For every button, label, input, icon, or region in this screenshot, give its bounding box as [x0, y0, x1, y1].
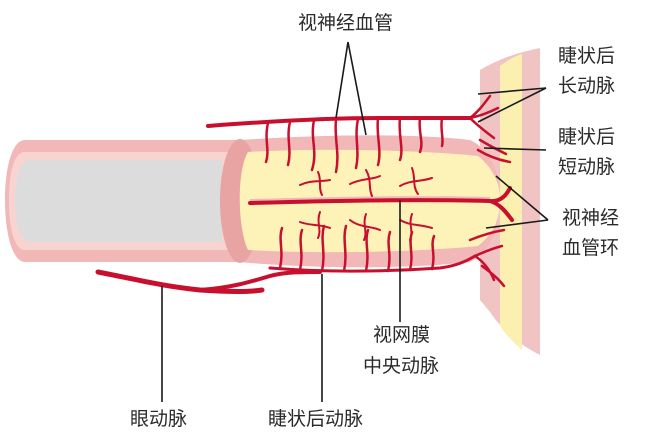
label-central-retinal-line2: 中央动脉	[363, 355, 439, 377]
label-vascular-ring-line1: 视神经	[562, 207, 619, 229]
label-short-ciliary-line1: 睫状后	[558, 126, 615, 148]
leader-optic-nerve-vessels	[336, 42, 366, 135]
ophthalmic-artery	[98, 272, 262, 292]
retina-layer	[500, 54, 522, 350]
label-long-ciliary-line2: 长动脉	[558, 75, 615, 97]
label-central-retinal-line1: 视网膜	[373, 324, 430, 346]
label-optic-nerve-vessels: 视神经血管	[298, 12, 393, 34]
label-ophthalmic-artery: 眼动脉	[130, 408, 187, 430]
nerve-grey-section	[15, 160, 222, 242]
label-posterior-ciliary-artery: 睫状后动脉	[268, 408, 363, 430]
posterior-ciliary-artery	[200, 272, 320, 290]
label-vascular-ring-line2: 血管环	[562, 237, 619, 259]
top-pial-vessel	[208, 118, 470, 126]
label-long-ciliary-line1: 睫状后	[558, 45, 615, 67]
label-short-ciliary-line2: 短动脉	[558, 156, 615, 178]
